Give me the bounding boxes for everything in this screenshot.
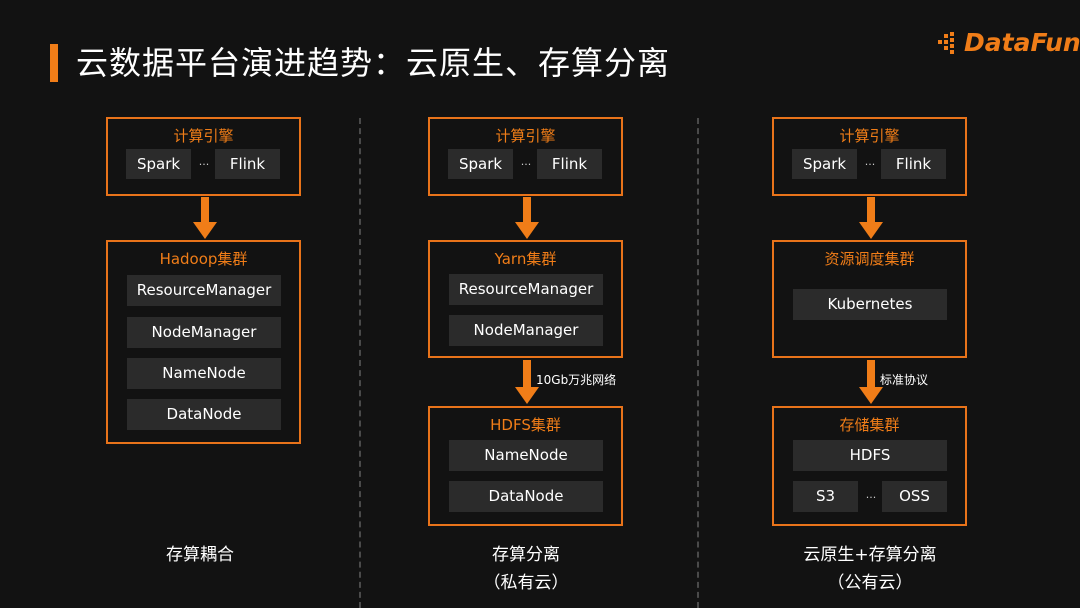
column-divider-2 xyxy=(697,118,699,608)
s3-chip: S3 xyxy=(793,481,858,512)
engine-ellipsis-1: ... xyxy=(198,155,210,168)
caption-private-cloud-1: 存算分离 xyxy=(492,545,560,565)
down-arrow-icon xyxy=(859,360,883,404)
column-divider-1 xyxy=(359,118,361,608)
caption-public-cloud-2: （公有云） xyxy=(827,573,913,593)
scheduling-cluster-title: 资源调度集群 xyxy=(824,250,915,268)
flink-chip-1: Flink xyxy=(215,149,280,179)
down-arrow-icon xyxy=(859,197,883,239)
hadoop-cluster-title: Hadoop集群 xyxy=(159,250,248,268)
down-arrow-icon xyxy=(515,360,539,404)
namenode-chip-1: NameNode xyxy=(127,358,281,389)
caption-public-cloud-1: 云原生+存算分离 xyxy=(803,545,937,565)
caption-coupled: 存算耦合 xyxy=(166,545,234,565)
hdfs-cluster-title: HDFS集群 xyxy=(490,416,561,434)
yarn-cluster-box: Yarn集群 ResourceManager NodeManager xyxy=(428,240,623,358)
engine-box-2: 计算引擎 Spark ... Flink xyxy=(428,117,623,196)
protocol-label: 标准协议 xyxy=(880,373,929,387)
spark-chip-3: Spark xyxy=(792,149,857,179)
caption-private-cloud-2: （私有云） xyxy=(483,573,569,593)
down-arrow-icon xyxy=(515,197,539,239)
storage-ellipsis: ... xyxy=(865,488,877,501)
yarn-cluster-title: Yarn集群 xyxy=(494,250,557,268)
engine-box-1: 计算引擎 Spark ... Flink xyxy=(106,117,301,196)
kubernetes-chip: Kubernetes xyxy=(793,289,947,320)
logo-text: DataFun. xyxy=(964,28,1080,57)
hdfs-cluster-box: HDFS集群 NameNode DataNode xyxy=(428,406,623,526)
storage-cluster-box: 存储集群 HDFS S3 ... OSS xyxy=(772,406,967,526)
scheduling-cluster-box: 资源调度集群 Kubernetes xyxy=(772,240,967,358)
down-arrow-icon xyxy=(193,197,217,239)
hadoop-cluster-box: Hadoop集群 ResourceManager NodeManager Nam… xyxy=(106,240,301,444)
datanode-chip-1: DataNode xyxy=(127,399,281,430)
nodemanager-chip-2: NodeManager xyxy=(449,315,603,346)
engine-box-3: 计算引擎 Spark ... Flink xyxy=(772,117,967,196)
namenode-chip-2: NameNode xyxy=(449,440,603,471)
logo-dots-icon xyxy=(938,32,954,54)
resourcemanager-chip-2: ResourceManager xyxy=(449,274,603,305)
engine-ellipsis-3: ... xyxy=(864,155,876,168)
hdfs-chip: HDFS xyxy=(793,440,947,471)
engine-title-1: 计算引擎 xyxy=(173,127,234,145)
engine-title-3: 计算引擎 xyxy=(839,127,900,145)
network-label: 10Gb万兆网络 xyxy=(536,373,617,387)
flink-chip-2: Flink xyxy=(537,149,602,179)
storage-cluster-title: 存储集群 xyxy=(839,416,900,434)
page-title: 云数据平台演进趋势：云原生、存算分离 xyxy=(76,44,671,82)
oss-chip: OSS xyxy=(882,481,947,512)
title-accent-bar xyxy=(50,44,58,82)
spark-chip-2: Spark xyxy=(448,149,513,179)
spark-chip-1: Spark xyxy=(126,149,191,179)
datafun-logo: DataFun. xyxy=(938,26,1080,60)
engine-ellipsis-2: ... xyxy=(520,155,532,168)
flink-chip-3: Flink xyxy=(881,149,946,179)
resourcemanager-chip-1: ResourceManager xyxy=(127,275,281,306)
nodemanager-chip-1: NodeManager xyxy=(127,317,281,348)
engine-title-2: 计算引擎 xyxy=(495,127,556,145)
datanode-chip-2: DataNode xyxy=(449,481,603,512)
